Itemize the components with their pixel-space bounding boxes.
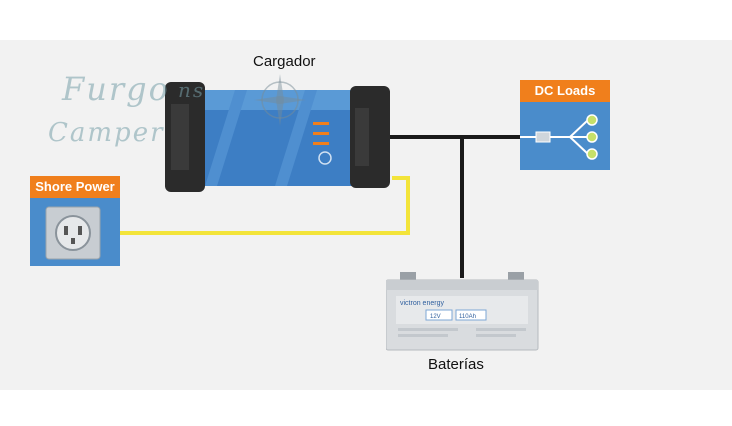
dc-loads-box (520, 102, 610, 170)
ac-wire (118, 176, 410, 235)
charger-device (165, 82, 390, 192)
battery-capacity-text: 110Ah (459, 314, 476, 320)
shore-power-title: Shore Power (30, 176, 120, 198)
battery-brand-text: victron energy (400, 300, 444, 307)
watermark-line3: Camper (48, 118, 165, 148)
watermark-line1: Furgo (62, 70, 170, 108)
battery-device: victron energy 12V 110Ah (386, 272, 539, 351)
shore-power-box (30, 198, 120, 266)
dc-loads-title: DC Loads (520, 80, 610, 102)
dc-loads-distribution-icon (520, 114, 598, 160)
charger-label: Cargador (253, 53, 316, 70)
watermark-line2: ns (178, 78, 206, 102)
compass-watermark-icon (254, 74, 306, 126)
battery-voltage-text: 12V (430, 314, 441, 320)
batteries-label: Baterías (428, 356, 484, 373)
outlet-icon (45, 206, 101, 260)
